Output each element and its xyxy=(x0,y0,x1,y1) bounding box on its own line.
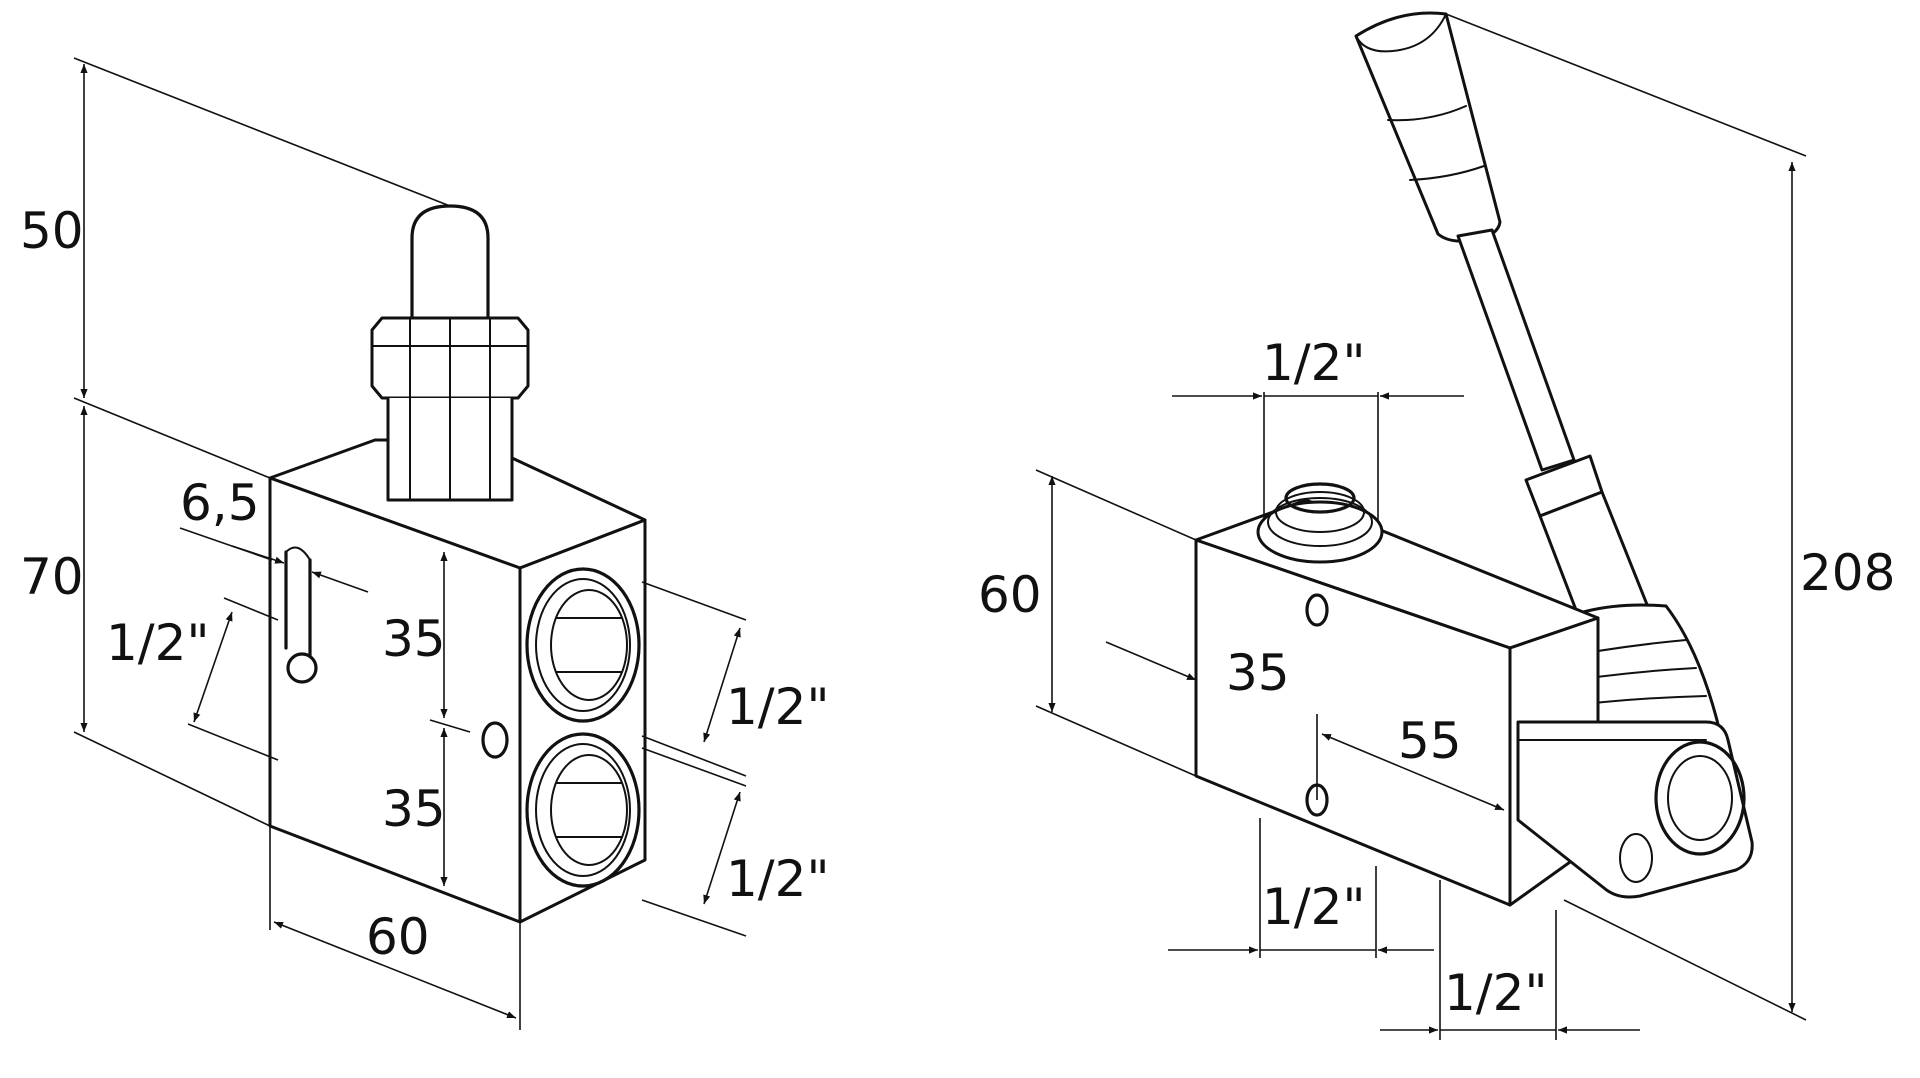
dim-side-port-label: 1/2" xyxy=(106,614,209,672)
right-top-port xyxy=(1256,482,1384,564)
right-body-hole-upper xyxy=(1305,593,1329,627)
slot-width-dimension xyxy=(179,527,369,593)
dim-overall-height-label: 208 xyxy=(1800,544,1895,602)
dim-right-body-height-label: 60 xyxy=(978,566,1042,624)
right-valve-view: 1/2" 60 35 55 208 xyxy=(978,11,1895,1040)
dim-body-width-label: 60 xyxy=(366,908,430,966)
dim-top-port-label: 1/2" xyxy=(1262,334,1365,392)
dim-bottom-port-1-label: 1/2" xyxy=(1262,878,1365,936)
left-valve-body xyxy=(268,438,647,924)
dim-handle-height-label: 50 xyxy=(20,202,84,260)
left-width-dimension xyxy=(269,826,521,1030)
left-valve-view: 50 70 6,5 1/2" 35 35 xyxy=(20,57,829,1030)
hole-spacing-dimension xyxy=(1105,641,1197,681)
lever-rod xyxy=(1456,228,1576,472)
dim-bottom-port-2-label: 1/2" xyxy=(1444,964,1547,1022)
left-front-port-lower xyxy=(525,732,641,888)
stem xyxy=(386,397,514,502)
dim-body-height-label: 70 xyxy=(20,548,84,606)
dim-front-port-lower-label: 1/2" xyxy=(726,850,829,908)
body-length-dimension xyxy=(1316,714,1505,811)
overall-height-dimension xyxy=(1445,13,1807,1021)
right-height-dimension xyxy=(1035,469,1197,777)
dim-hole-spacing-label: 35 xyxy=(1226,644,1290,702)
lever-grip xyxy=(1354,11,1502,243)
dim-port-spacing-lower-label: 35 xyxy=(382,780,446,838)
dim-port-spacing-upper-label: 35 xyxy=(382,610,446,668)
port-spacing-dimension xyxy=(429,552,471,886)
side-port-dimension xyxy=(187,597,279,761)
bottom-port-dimension-2 xyxy=(1380,880,1640,1040)
dim-body-length-label: 55 xyxy=(1398,712,1462,770)
push-knob xyxy=(410,204,490,334)
left-front-port-upper xyxy=(525,567,641,723)
lever-housing xyxy=(1508,616,1754,907)
bottom-port-dimension-1 xyxy=(1168,818,1434,958)
top-port-dimension xyxy=(1172,392,1464,520)
hex-nut xyxy=(370,316,530,400)
left-vertical-dimension xyxy=(73,57,451,827)
dim-slot-width-label: 6,5 xyxy=(180,474,260,532)
front-port-dimension xyxy=(641,581,747,937)
dim-front-port-upper-label: 1/2" xyxy=(726,678,829,736)
